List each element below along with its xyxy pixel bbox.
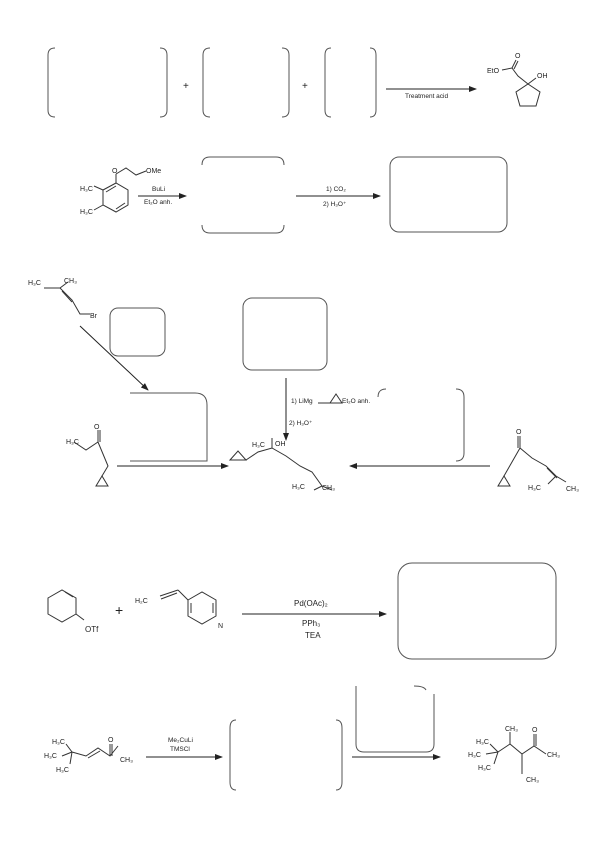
svg-text:O: O: [532, 727, 538, 734]
svg-text:CH₃: CH₃: [526, 777, 539, 784]
svg-text:H₃C: H₃C: [44, 753, 57, 760]
svg-text:H₃C: H₃C: [56, 767, 69, 774]
ketone-right-structure: O H₃C CH₃: [497, 429, 579, 493]
svg-text:H₂C: H₂C: [135, 598, 148, 605]
scheme-3: H₃C CH₃ Br 1) LiMg 2) H₃O⁺ Et₂O anh. O H…: [28, 278, 579, 493]
blank-box-1c: [324, 47, 377, 118]
scheme-5: H₃C H₃C H₃C O CH₃ Me₂CuLi TMSCl CH₃ O H₃…: [44, 685, 560, 791]
plus-sign-2: +: [302, 81, 308, 92]
svg-text:CH₃: CH₃: [64, 278, 77, 285]
svg-text:O: O: [108, 737, 114, 744]
svg-text:EtO: EtO: [487, 68, 500, 75]
svg-text:OH: OH: [275, 441, 286, 448]
blank-box-2a: [201, 156, 285, 234]
blank-box-3-mid: [130, 392, 208, 462]
svg-text:BuLi: BuLi: [152, 186, 165, 193]
svg-text:H₃C: H₃C: [468, 752, 481, 759]
svg-text:H₃C: H₃C: [528, 485, 541, 492]
svg-text:2) H₃O⁺: 2) H₃O⁺: [289, 420, 313, 427]
svg-text:1) LiMg: 1) LiMg: [291, 398, 313, 405]
svg-text:O: O: [515, 53, 521, 60]
scheme-1: + + Treatment acid EtO O OH: [47, 47, 548, 118]
svg-text:H₃C: H₃C: [476, 739, 489, 746]
svg-text:N: N: [218, 623, 223, 630]
svg-text:O: O: [94, 424, 100, 431]
scheme-2: O OMe H₃C H₃C BuLi Et₂O anh. 1) CO₂ 2) H…: [80, 156, 508, 234]
cyclohexenyl-triflate-structure: OTf: [47, 589, 99, 634]
svg-text:Pd(OAc)₂: Pd(OAc)₂: [294, 599, 328, 608]
svg-text:CH₃: CH₃: [505, 726, 518, 733]
product-5-structure: CH₃ O H₃C H₃C H₃C CH₃ CH₃: [468, 726, 560, 784]
enone-reactant-structure: H₃C H₃C H₃C O CH₃: [44, 737, 133, 774]
reaction-arrow-3-diag: [79, 325, 149, 391]
product-1-structure: EtO O OH: [487, 53, 548, 107]
plus-sign-1: +: [183, 81, 189, 92]
cyclopropyl-reagent-icon: [318, 393, 343, 404]
svg-text:TEA: TEA: [305, 631, 321, 640]
svg-text:OTf: OTf: [85, 625, 99, 634]
bromide-reactant-structure: H₃C CH₃ Br: [28, 278, 98, 320]
condition-treatment-acid: Treatment acid: [405, 93, 448, 100]
svg-text:PPh₃: PPh₃: [302, 619, 320, 628]
blank-box-3-small: [109, 307, 166, 357]
svg-text:CH₃: CH₃: [547, 752, 560, 759]
scheme-4: OTf + H₂C N Pd(OAc)₂ PPh₃ TEA: [47, 562, 557, 660]
svg-text:H₃C: H₃C: [66, 439, 79, 446]
svg-text:CH₃: CH₃: [120, 757, 133, 764]
blank-box-4: [397, 562, 557, 660]
svg-text:H₃C: H₃C: [478, 765, 491, 772]
svg-text:H₃C: H₃C: [80, 209, 93, 216]
blank-box-3-top: [242, 297, 328, 371]
svg-text:O: O: [516, 429, 522, 436]
blank-box-3-right: [377, 388, 465, 462]
svg-text:OH: OH: [537, 73, 548, 80]
svg-text:H₃C: H₃C: [292, 484, 305, 491]
svg-text:Et₂O anh.: Et₂O anh.: [144, 199, 172, 206]
svg-text:2) H₃O⁺: 2) H₃O⁺: [323, 201, 347, 208]
svg-text:CH₃: CH₃: [566, 486, 579, 493]
reactant-2-structure: O OMe H₃C H₃C: [80, 167, 161, 216]
svg-text:H₃C: H₃C: [252, 442, 265, 449]
ketone-left-structure: O H₃C: [66, 424, 109, 487]
vinylpyridine-structure: H₂C N: [135, 589, 223, 630]
svg-text:1) CO₂: 1) CO₂: [326, 186, 346, 193]
blank-box-5a: [229, 719, 343, 791]
blank-box-1a: [47, 47, 168, 118]
svg-text:Me₂CuLi: Me₂CuLi: [168, 737, 193, 744]
svg-text:OMe: OMe: [146, 168, 161, 175]
svg-text:H₃C: H₃C: [80, 186, 93, 193]
blank-box-2b: [389, 156, 508, 233]
product-3-structure: H₃C OH H₃C CH₃: [228, 438, 335, 492]
svg-text:CH₃: CH₃: [322, 485, 335, 492]
svg-text:H₃C: H₃C: [28, 280, 41, 287]
svg-text:O: O: [112, 168, 118, 175]
plus-sign-3: +: [115, 602, 123, 618]
svg-text:Et₂O anh.: Et₂O anh.: [342, 398, 370, 405]
blank-box-1b: [202, 47, 290, 118]
blank-box-5b: [355, 685, 435, 753]
svg-text:H₃C: H₃C: [52, 739, 65, 746]
svg-text:Br: Br: [90, 313, 98, 320]
svg-text:TMSCl: TMSCl: [170, 746, 190, 753]
